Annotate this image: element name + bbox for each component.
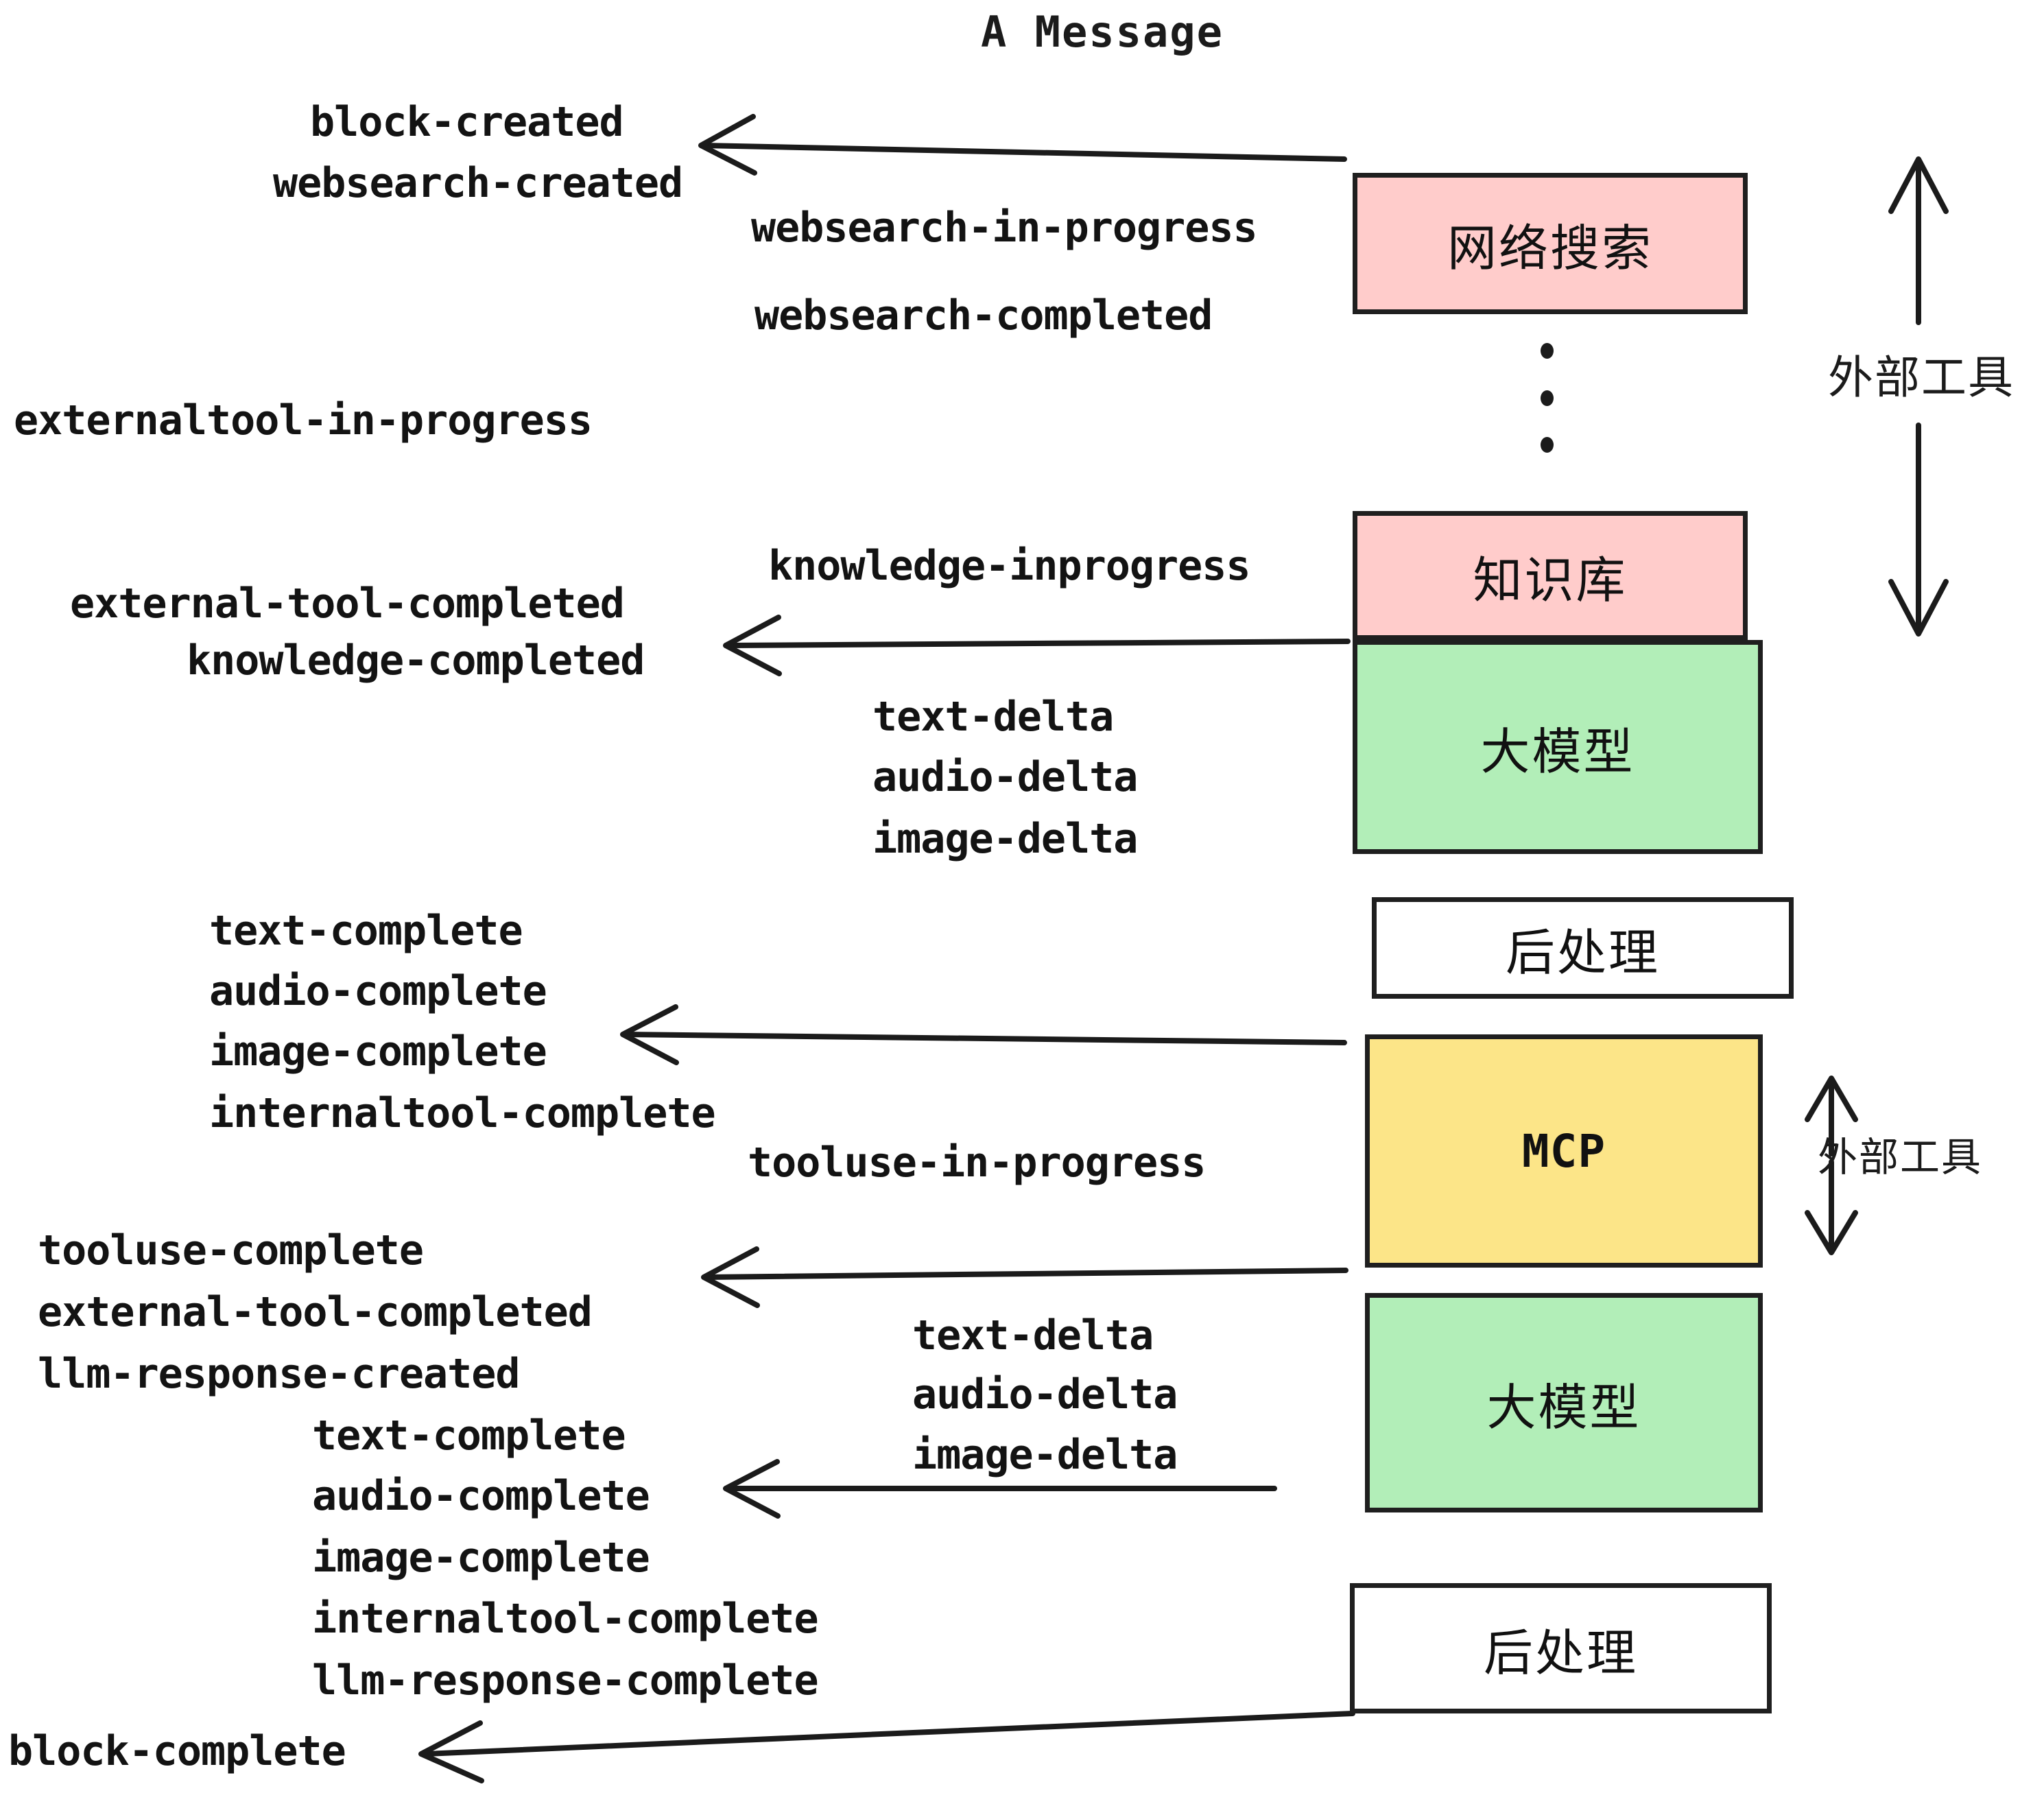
group-label-external-tool-bottom: 外部工具 <box>1818 1134 1983 1180</box>
event-label-text-complete-1: text-complete <box>209 907 523 955</box>
arrow-knowledge-to-completed <box>723 615 1351 676</box>
event-label-image-complete-1: image-complete <box>209 1028 547 1076</box>
vertical-ellipsis-icon <box>1538 343 1555 453</box>
event-label-audio-delta-2: audio-delta <box>912 1370 1178 1419</box>
event-label-websearch-in-progress: websearch-in-progress <box>751 204 1258 252</box>
event-label-block-created: block-created <box>310 98 624 146</box>
event-label-audio-complete-1: audio-complete <box>209 967 547 1015</box>
event-label-knowledge-completed: knowledge-completed <box>187 637 645 685</box>
node-box-llm-top[interactable]: 大模型 <box>1353 640 1763 854</box>
event-label-image-complete-2: image-complete <box>312 1534 650 1582</box>
node-box-llm-bottom[interactable]: 大模型 <box>1365 1293 1763 1512</box>
node-label-llm-bottom: 大模型 <box>1486 1378 1641 1436</box>
node-box-mcp[interactable]: MCP <box>1365 1034 1763 1268</box>
event-label-audio-complete-2: audio-complete <box>312 1472 650 1520</box>
arrow-mcp-to-tooluse-complete <box>701 1246 1348 1308</box>
event-label-audio-delta-1: audio-delta <box>872 753 1138 801</box>
node-label-postprocess-bottom: 后处理 <box>1483 1624 1638 1682</box>
page-title: A Message <box>981 7 1224 57</box>
arrow-websearch-to-blockcreated <box>698 114 1347 176</box>
event-label-internaltool-complete-2: internaltool-complete <box>312 1595 819 1643</box>
node-label-knowledge: 知识库 <box>1473 551 1628 609</box>
node-box-postprocess-bottom[interactable]: 后处理 <box>1350 1583 1772 1713</box>
ellipsis-dot <box>1540 437 1554 453</box>
arrow-postprocess-to-imagecomplete <box>620 1004 1347 1065</box>
arrow-external-tool-top-down <box>1888 423 1949 637</box>
event-label-text-complete-2: text-complete <box>312 1412 626 1460</box>
node-label-websearch: 网络搜索 <box>1447 219 1653 277</box>
event-label-external-tool-completed-1: external-tool-completed <box>70 580 625 628</box>
event-label-websearch-completed: websearch-completed <box>754 292 1213 340</box>
ellipsis-dot <box>1540 390 1554 406</box>
event-label-tooluse-complete: tooluse-complete <box>38 1226 424 1274</box>
event-label-knowledge-inprogress: knowledge-inprogress <box>768 542 1250 590</box>
event-label-image-delta-2: image-delta <box>912 1431 1178 1479</box>
event-label-llm-response-created: llm-response-created <box>38 1350 520 1398</box>
arrow-external-tool-top-up <box>1888 156 1949 325</box>
event-label-llm-response-complete: llm-response-complete <box>312 1657 819 1705</box>
event-label-text-delta-2: text-delta <box>912 1312 1154 1360</box>
event-label-websearch-created: websearch-created <box>273 159 683 207</box>
node-label-mcp: MCP <box>1521 1124 1606 1178</box>
node-box-websearch[interactable]: 网络搜索 <box>1353 173 1748 314</box>
event-label-image-delta-1: image-delta <box>872 815 1138 863</box>
arrow-postprocess-to-blockcomplete <box>418 1711 1355 1783</box>
event-label-block-complete: block-complete <box>8 1727 346 1775</box>
ellipsis-dot <box>1540 343 1554 359</box>
node-box-postprocess-top[interactable]: 后处理 <box>1372 897 1794 999</box>
node-box-knowledge[interactable]: 知识库 <box>1353 511 1748 640</box>
event-label-externaltool-in-progress: externaltool-in-progress <box>14 396 593 444</box>
event-label-internaltool-complete-1: internaltool-complete <box>209 1089 716 1137</box>
event-label-external-tool-completed-2: external-tool-completed <box>38 1288 593 1336</box>
node-label-llm-top: 大模型 <box>1480 722 1635 781</box>
event-label-text-delta-1: text-delta <box>872 693 1114 741</box>
event-label-tooluse-in-progress: tooluse-in-progress <box>748 1139 1206 1187</box>
node-label-postprocess-top: 后处理 <box>1505 923 1660 982</box>
group-label-external-tool-top: 外部工具 <box>1828 351 2015 404</box>
